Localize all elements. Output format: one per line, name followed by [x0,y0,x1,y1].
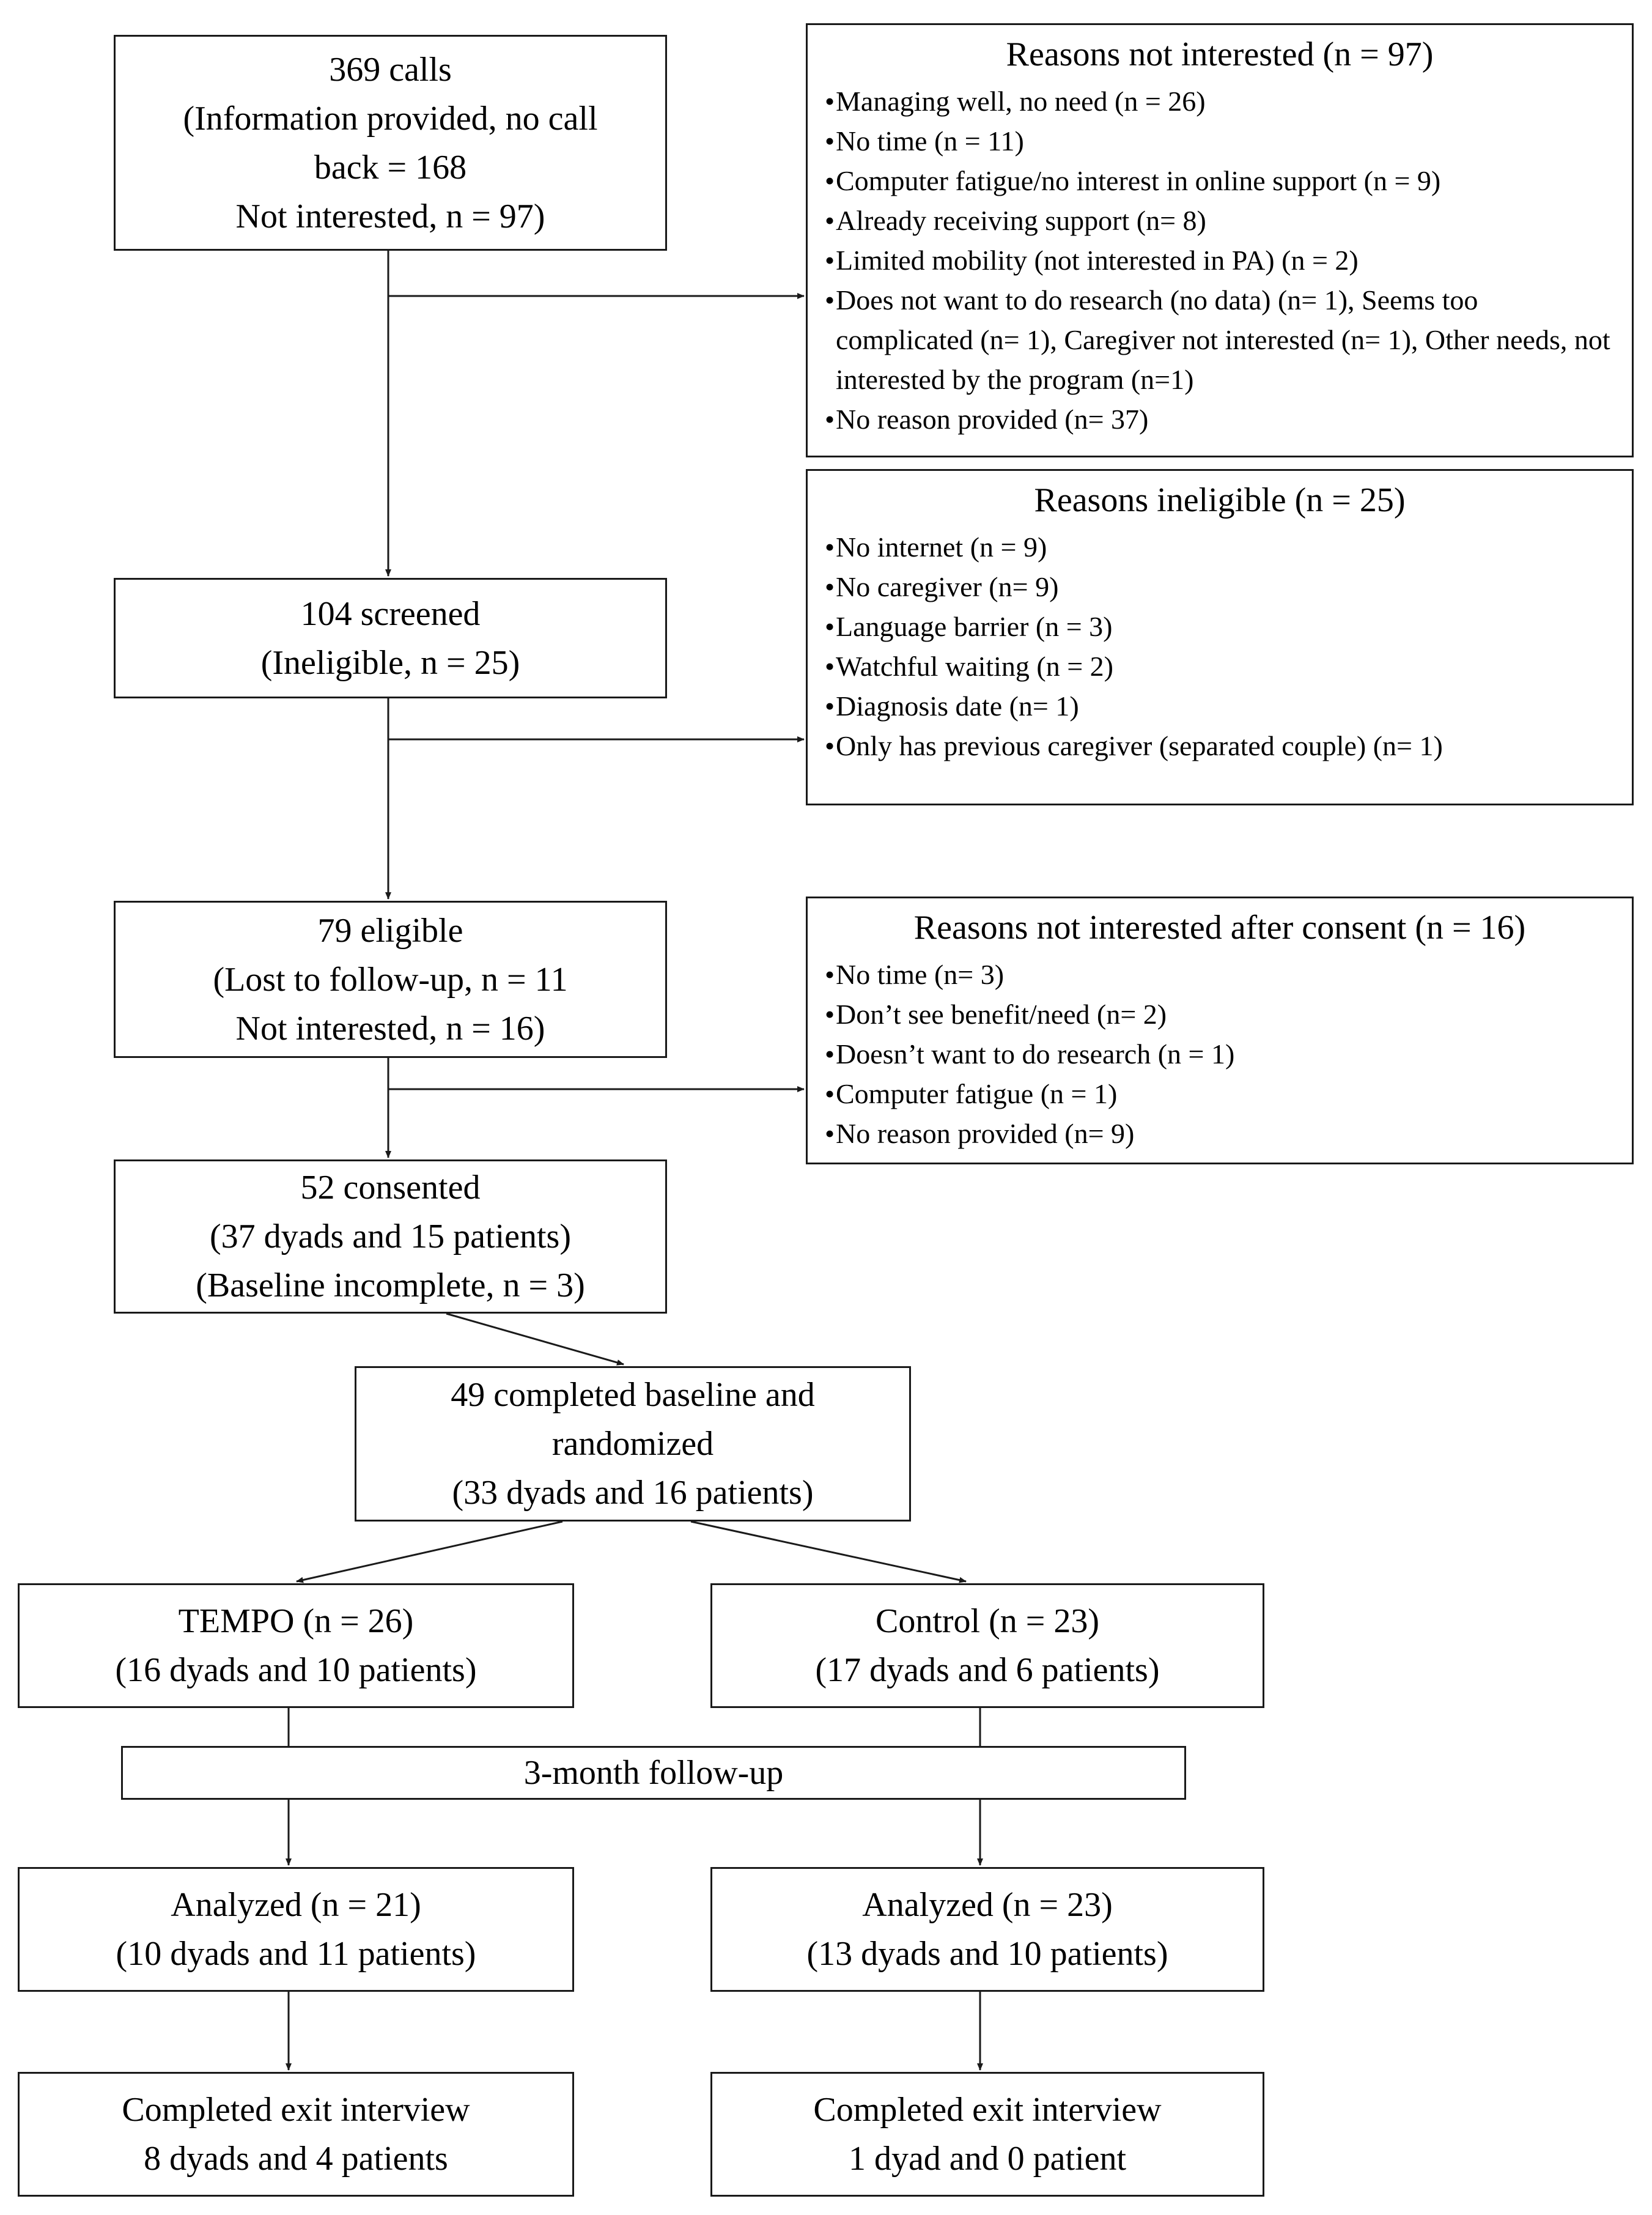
exit-control-box: Completed exit interview 1 dyad and 0 pa… [710,2072,1264,2197]
exit-control-line-2: 1 dyad and 0 patient [848,2140,1127,2178]
control-line-1: Control (n = 23) [876,1602,1099,1640]
calls-box: 369 calls (Information provided, no call… [114,35,667,251]
list-item: Does not want to do research (no data) (… [825,280,1615,399]
eligible-line-3: Not interested, n = 16) [235,1009,545,1048]
list-item: No time (n = 11) [825,121,1615,161]
screened-box: 104 screened (Ineligible, n = 25) [114,578,667,698]
arrow-randomized-to-tempo [296,1520,563,1583]
list-item: Computer fatigue (n = 1) [825,1074,1615,1114]
randomized-line-2: randomized [551,1425,714,1463]
eligible-box: 79 eligible (Lost to follow-up, n = 11 N… [114,901,667,1058]
list-item: Limited mobility (not interested in PA) … [825,240,1615,280]
consented-line-1: 52 consented [300,1169,481,1207]
list-item: No time (n= 3) [825,955,1615,994]
exit-control-line-1: Completed exit interview [813,2091,1162,2129]
eligible-line-1: 79 eligible [317,911,463,950]
consented-line-2: (37 dyads and 15 patients) [210,1218,571,1255]
randomized-box: 49 completed baseline and randomized (33… [355,1366,911,1522]
reasons-ineligible-list: No internet (n = 9) No caregiver (n= 9) … [825,527,1615,766]
screened-line-1: 104 screened [300,594,481,633]
reasons-not-interested-box: Reasons not interested (n = 97) Managing… [806,23,1634,457]
analyzed-control-box: Analyzed (n = 23) (13 dyads and 10 patie… [710,1867,1264,1992]
reasons-after-consent-box: Reasons not interested after consent (n … [806,897,1634,1164]
list-item: Doesn’t want to do research (n = 1) [825,1034,1615,1074]
list-item: No internet (n = 9) [825,527,1615,567]
list-item: Don’t see benefit/need (n= 2) [825,994,1615,1034]
calls-line-4: Not interested, n = 97) [235,197,545,235]
arrow-randomized-to-control [690,1520,967,1583]
reasons-after-consent-title: Reasons not interested after consent (n … [913,909,1526,947]
list-item: Only has previous caregiver (separated c… [825,726,1615,766]
analyzed-tempo-line-1: Analyzed (n = 21) [171,1886,421,1924]
consented-box: 52 consented (37 dyads and 15 patients) … [114,1159,667,1314]
eligible-line-2: (Lost to follow-up, n = 11 [213,960,568,999]
reasons-not-interested-title: Reasons not interested (n = 97) [1006,35,1434,73]
arrow-consented-to-randomized [446,1312,624,1366]
tempo-box: TEMPO (n = 26) (16 dyads and 10 patients… [18,1583,574,1708]
randomized-line-3: (33 dyads and 16 patients) [452,1474,814,1512]
list-item: No caregiver (n= 9) [825,567,1615,607]
list-item: No reason provided (n= 37) [825,399,1615,439]
reasons-ineligible-title: Reasons ineligible (n = 25) [1034,481,1406,519]
reasons-after-consent-list: No time (n= 3) Don’t see benefit/need (n… [825,955,1615,1153]
control-box: Control (n = 23) (17 dyads and 6 patient… [710,1583,1264,1708]
reasons-not-interested-list: Managing well, no need (n = 26) No time … [825,81,1615,439]
consented-line-3: (Baseline incomplete, n = 3) [196,1267,585,1304]
followup-box: 3-month follow-up [121,1746,1186,1800]
control-line-2: (17 dyads and 6 patients) [815,1651,1160,1689]
list-item: Watchful waiting (n = 2) [825,646,1615,686]
list-item: Managing well, no need (n = 26) [825,81,1615,121]
screened-line-2: (Ineligible, n = 25) [260,643,520,682]
followup-label: 3-month follow-up [523,1754,784,1792]
tempo-line-1: TEMPO (n = 26) [178,1602,414,1640]
analyzed-control-line-1: Analyzed (n = 23) [862,1886,1113,1924]
analyzed-tempo-line-2: (10 dyads and 11 patients) [116,1935,476,1973]
list-item: Already receiving support (n= 8) [825,201,1615,240]
calls-line-1: 369 calls [329,50,452,89]
list-item: No reason provided (n= 9) [825,1114,1615,1153]
analyzed-tempo-box: Analyzed (n = 21) (10 dyads and 11 patie… [18,1867,574,1992]
calls-line-3: back = 168 [314,148,467,187]
randomized-line-1: 49 completed baseline and [451,1376,815,1414]
exit-tempo-line-2: 8 dyads and 4 patients [144,2140,448,2178]
list-item: Language barrier (n = 3) [825,607,1615,646]
calls-line-2: (Information provided, no call [183,99,598,138]
exit-tempo-box: Completed exit interview 8 dyads and 4 p… [18,2072,574,2197]
list-item: Computer fatigue/no interest in online s… [825,161,1615,201]
list-item: Diagnosis date (n= 1) [825,686,1615,726]
tempo-line-2: (16 dyads and 10 patients) [115,1651,477,1689]
exit-tempo-line-1: Completed exit interview [122,2091,470,2129]
reasons-ineligible-box: Reasons ineligible (n = 25) No internet … [806,469,1634,805]
analyzed-control-line-2: (13 dyads and 10 patients) [806,1935,1168,1973]
